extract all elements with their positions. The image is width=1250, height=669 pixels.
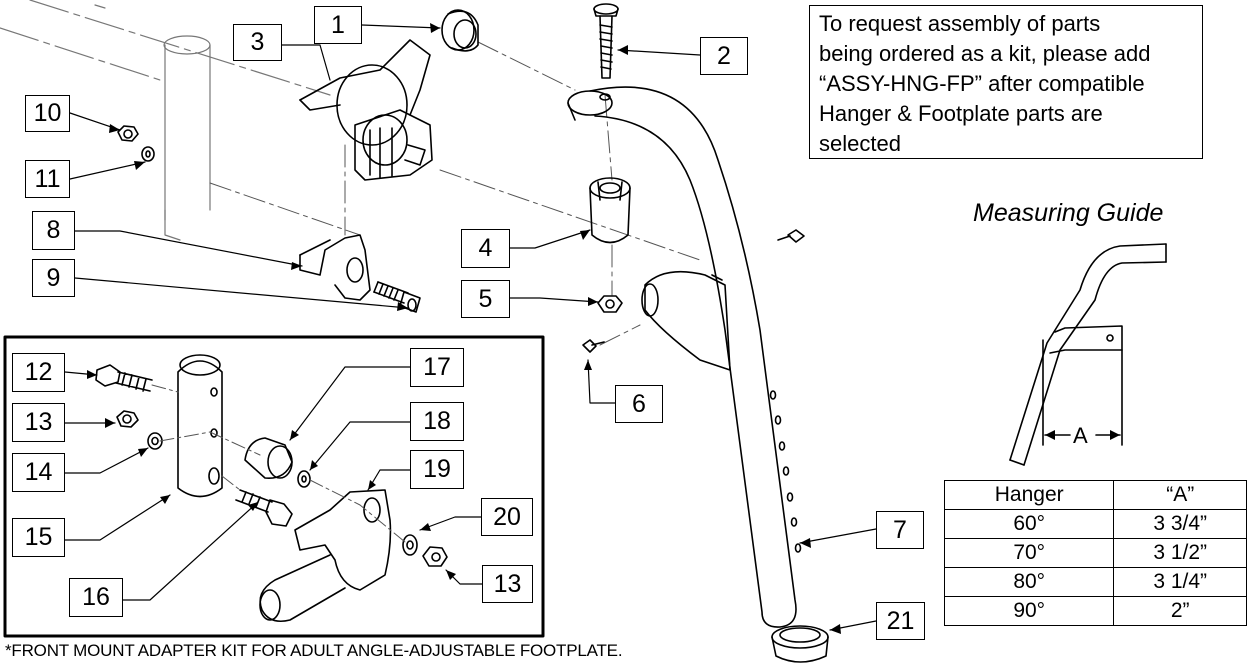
measuring-guide-title: Measuring Guide [973,199,1164,227]
callout-10: 10 [25,95,70,132]
part-7-hanger-tube [567,86,802,628]
callout-5: 5 [461,280,510,318]
dimension-a-label: A [1073,423,1088,448]
header-hanger: Hanger [943,480,1115,510]
table-header-row: Hanger “A” [943,480,1247,510]
cell-length: 3 1/4” [1113,567,1247,597]
inset-arrowheads [87,370,456,580]
note-line: selected [819,131,901,156]
cell-length: 2” [1113,596,1247,626]
part-21-end-cap [771,625,829,663]
callout-6: 6 [615,385,663,423]
adapter-kit-footnote: *FRONT MOUNT ADAPTER KIT FOR ADULT ANGLE… [5,641,623,660]
part-11-washer [141,146,155,162]
note-line: “ASSY-HNG-FP” after compatible [819,71,1145,96]
inset-leader-lines [64,366,483,601]
callout-9: 9 [32,259,75,297]
small-screw-right [777,229,805,243]
callout-4: 4 [461,229,510,268]
note-line: To request assembly of parts [819,11,1101,36]
table-row: 80° 3 1/4” [943,567,1247,597]
note-line: Hanger & Footplate parts are [819,101,1103,126]
cell-length: 3 3/4” [1113,509,1247,539]
part-5-nut [597,295,623,313]
cell-angle: 90° [943,596,1115,626]
cell-angle: 60° [943,509,1115,539]
table-row: 60° 3 3/4” [943,509,1247,539]
part-9-bolt [373,281,421,313]
callout-1: 1 [314,6,362,44]
part-1-bumper [441,9,479,52]
cell-angle: 80° [943,567,1115,597]
part-3-clamp [299,39,433,181]
callout-20: 20 [481,498,533,536]
callout-18: 18 [410,402,464,441]
callout-8: 8 [32,211,75,250]
table-row: 90° 2” [943,596,1247,626]
callout-7: 7 [876,511,924,549]
header-a: “A” [1113,480,1247,510]
callout-15: 15 [12,518,65,557]
inset-centerlines [151,384,406,543]
leader-lines [69,24,877,631]
callout-14: 14 [12,453,65,492]
dimension-arrowheads [1045,430,1120,440]
part-10-nut [117,125,139,142]
assembly-request-note: To request assembly of parts being order… [809,5,1203,159]
inset-parts [95,354,448,623]
cell-length: 3 1/2” [1113,538,1247,568]
callout-19: 19 [410,450,464,489]
measuring-guide-figure [1009,243,1167,466]
note-line: being ordered as a kit, please add [819,41,1151,66]
part-2-screw [593,3,619,79]
callout-17: 17 [410,348,464,387]
leader-arrowheads [109,23,841,634]
adapter-kit-inset-frame [3,335,545,638]
table-row: 70° 3 1/2” [943,538,1247,568]
callout-12: 12 [12,353,65,392]
part-4-bushing [589,177,631,244]
callout-3: 3 [233,24,282,61]
callout-11: 11 [25,160,70,198]
part-8-lower-clamp [299,234,371,301]
part-6-screw [582,339,605,353]
callout-13b: 13 [482,565,533,603]
assembly-centerlines [209,41,701,346]
callout-13: 13 [12,403,65,442]
callout-16: 16 [69,578,123,617]
cell-angle: 70° [943,538,1115,568]
hanger-dimension-table: Hanger “A” 60° 3 3/4” 70° 3 1/2” 80° 3 1… [943,480,1247,626]
wheelchair-frame-ghost [0,0,331,241]
callout-2: 2 [700,37,748,75]
callout-21: 21 [876,602,925,640]
